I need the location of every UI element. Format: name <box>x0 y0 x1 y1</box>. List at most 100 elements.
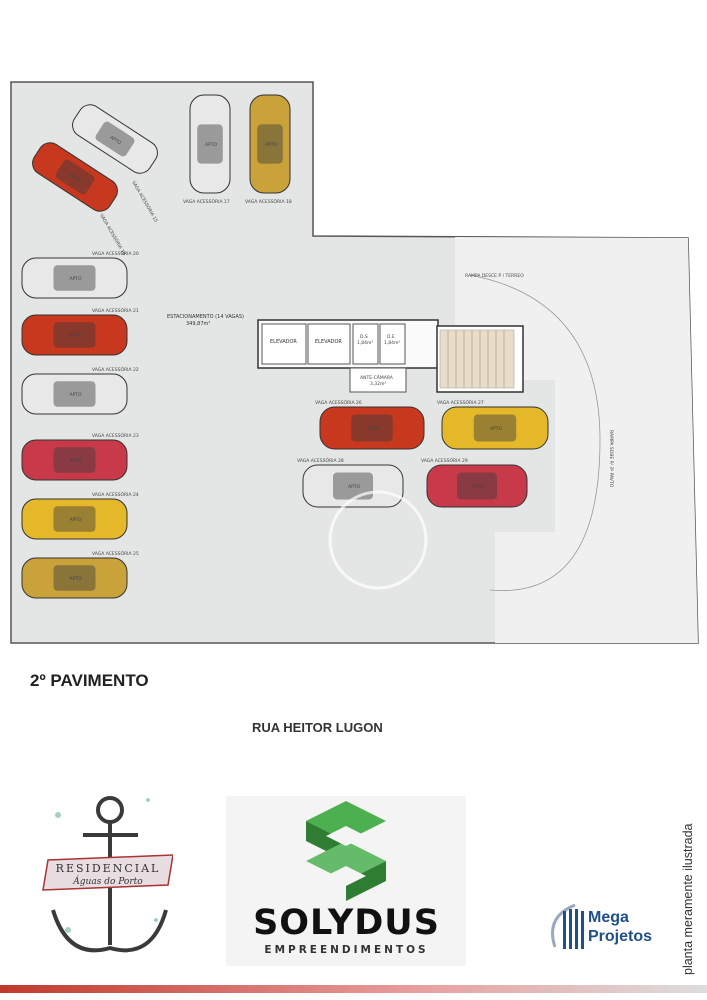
parking-spot: APTO <box>21 498 128 540</box>
car-roof <box>53 506 96 532</box>
spot-label: VAGA ACESSÓRIA 26 <box>315 399 362 406</box>
street-name: RUA HEITOR LUGON <box>252 720 383 735</box>
elevator-1-label: ELEVADOR <box>270 339 297 345</box>
shaft-de <box>379 323 406 365</box>
residencial-line1: RESIDENCIAL <box>56 862 161 875</box>
spot-label: VAGA ACESSÓRIA 17 <box>183 198 230 205</box>
solydus-sub: EMPREENDIMENTOS <box>264 944 429 956</box>
car-body <box>21 257 128 299</box>
car-body <box>302 464 404 508</box>
residencial-logo: RESIDENCIAL Águas do Porto <box>42 796 173 953</box>
ramp-down-label: RAMPA DESCE P / TERREO <box>465 273 524 279</box>
footer-bar <box>0 985 707 993</box>
shaft-de-label: D.E <box>387 334 395 340</box>
car-roof <box>53 447 96 473</box>
parking-spot: APTO <box>21 439 128 481</box>
car-roof <box>53 381 96 407</box>
parking-spot: APTO <box>21 257 128 299</box>
car-body <box>72 104 158 174</box>
parking-spot: APTO <box>319 406 425 450</box>
car-roof <box>53 322 96 348</box>
spot-label: VAGA ACESSÓRIA 29 <box>421 457 468 464</box>
car-tag: APTO <box>70 333 83 339</box>
parking-spot: APTO <box>32 142 118 212</box>
car-roof <box>53 265 96 291</box>
car-tag: APTO <box>70 276 83 282</box>
car-roof <box>473 414 517 442</box>
antecamara-area: 3,32m² <box>370 381 386 387</box>
ramp-curve <box>469 274 601 591</box>
parking-spot: APTO <box>302 464 404 508</box>
car-tag: APTO <box>265 142 278 148</box>
shaft-ds-label: D.S <box>360 334 368 340</box>
car-tag: APTO <box>70 576 83 582</box>
car-roof <box>95 121 135 157</box>
spot-label: VAGA ACESSÓRIA 21 <box>92 307 139 314</box>
car-body <box>21 373 128 415</box>
residencial-line2: Águas do Porto <box>72 875 143 887</box>
spot-label: VAGA ACESSÓRIA 18 <box>245 198 292 205</box>
elevator-2-label: ELEVADOR <box>315 339 342 345</box>
antecamara <box>349 367 407 393</box>
spot-label: VAGA ACESSÓRIA 22 <box>92 366 139 373</box>
mega-projetos-logo <box>551 903 584 949</box>
car-tag: APTO <box>70 458 83 464</box>
car-roof <box>351 414 393 442</box>
parking-spot: APTO <box>21 373 128 415</box>
car-body <box>189 94 231 194</box>
car-body <box>21 439 128 481</box>
spot-label: VAGA ACESSÓRIA 27 <box>437 399 484 406</box>
car-body <box>426 464 528 508</box>
parking-spot: APTO <box>189 94 231 194</box>
ramp-up-label: RAMPA SOBE P/ 3º PAVTO <box>608 430 614 488</box>
car-body <box>21 557 128 599</box>
car-roof <box>55 159 95 195</box>
car-tag: APTO <box>348 484 361 490</box>
solydus-mark <box>306 801 386 901</box>
car-tag: APTO <box>70 517 83 523</box>
antecamara-label: ANTE-CÂMARA <box>360 374 394 381</box>
floor-plan: RAMPA DESCE P / TERREO RAMPA SOBE P/ 3º … <box>10 81 699 644</box>
solydus-logo <box>226 796 466 966</box>
solydus-name: SOLYDUS <box>253 903 440 943</box>
spot-label: VAGA ACESSÓRIA 25 <box>92 550 139 557</box>
mega-line1: Mega <box>588 909 629 926</box>
shaft-ds <box>352 323 379 365</box>
shaft-de-area: 1,84m² <box>384 340 400 346</box>
car-body <box>21 314 128 356</box>
spot-label: VAGA ACESSÓRIA 24 <box>92 491 139 498</box>
elevator-2 <box>307 323 351 365</box>
car-roof <box>257 124 283 164</box>
car-roof <box>53 565 96 591</box>
area-label: ESTACIONAMENTO (14 VAGAS) <box>167 314 244 320</box>
parking-spot: APTO <box>249 94 291 194</box>
car-tag: APTO <box>472 484 485 490</box>
parking-spot: APTO <box>21 314 128 356</box>
car-tag: APTO <box>367 426 380 432</box>
car-body <box>249 94 291 194</box>
car-tag: APTO <box>490 426 503 432</box>
staircase <box>436 325 524 393</box>
car-body <box>441 406 549 450</box>
area-value: 349,87m² <box>186 321 210 327</box>
car-body <box>319 406 425 450</box>
floor-title: 2º PAVIMENTO <box>30 671 149 690</box>
parking-spot: APTO <box>72 104 158 174</box>
spot-label: VAGA ACESSÓRIA 28 <box>297 457 344 464</box>
car-tag: APTO <box>70 392 83 398</box>
spot-label: VAGA ACESSÓRIA 20 <box>92 250 139 257</box>
parking-spot: APTO <box>441 406 549 450</box>
car-body <box>21 498 128 540</box>
car-tag: APTO <box>109 135 123 147</box>
car-body <box>32 142 118 212</box>
disclaimer: planta meramente ilustrada <box>681 823 695 975</box>
car-tag: APTO <box>69 173 83 185</box>
parking-spot: APTO <box>426 464 528 508</box>
shaft-ds-area: 1,84m² <box>357 340 373 346</box>
car-tag: APTO <box>205 142 218 148</box>
elevator-1 <box>261 323 307 365</box>
mega-line2: Projetos <box>588 928 653 945</box>
parking-spot: APTO <box>21 557 128 599</box>
car-roof <box>457 472 497 500</box>
spot-label: VAGA ACESSÓRIA 23 <box>92 432 139 439</box>
